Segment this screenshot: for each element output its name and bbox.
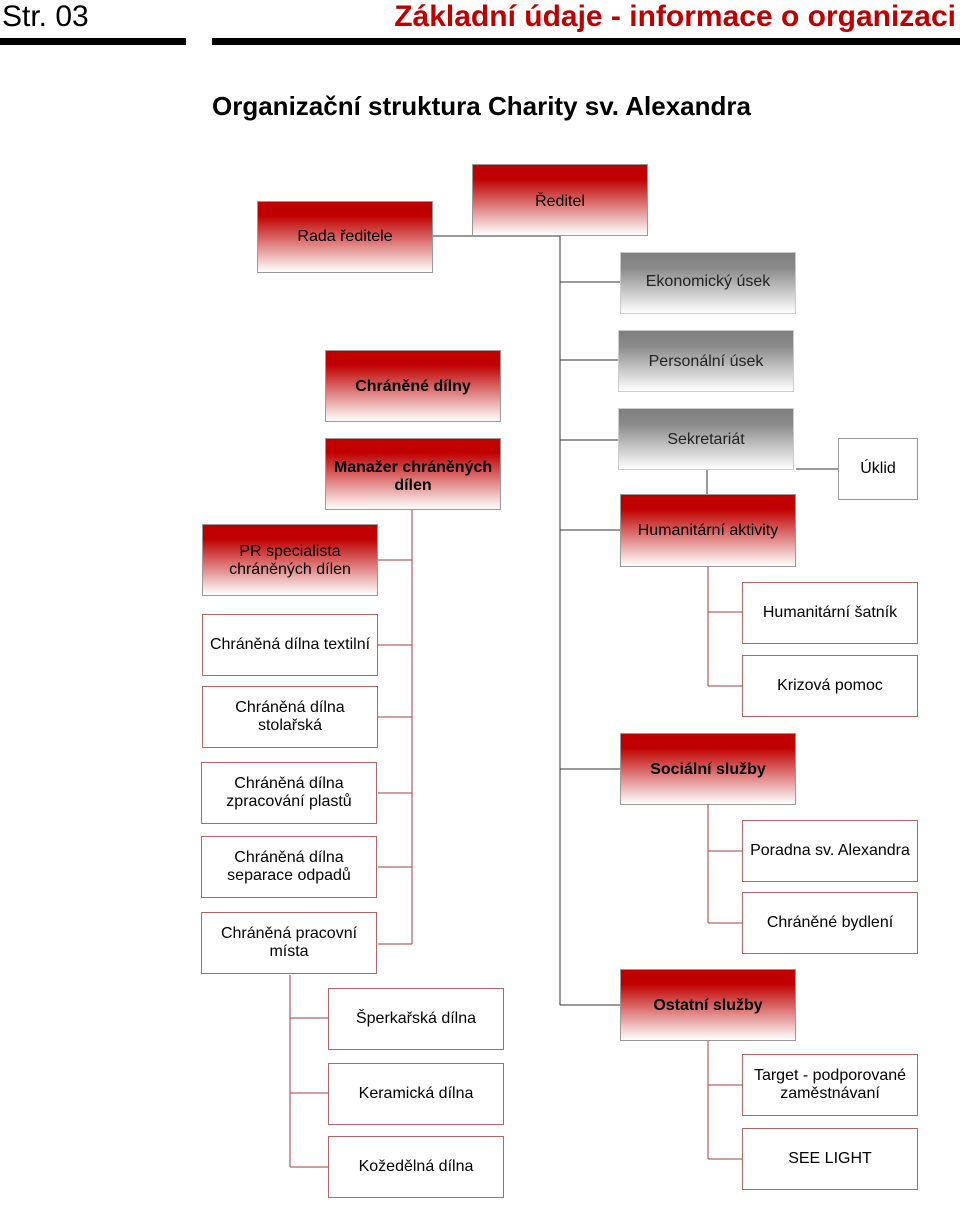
workplace-item: Šperkařská dílna [328,988,504,1050]
board-box: Rada ředitele [257,201,433,273]
other-item: SEE LIGHT [742,1128,918,1190]
other-item: Target - podporované zaměstnávaní [742,1054,918,1116]
workshop-item: Chráněná dílna zpracování plastů [201,762,377,824]
header-rule-right [212,38,960,45]
workplace-item: Keramická dílna [328,1063,504,1125]
cleaning-box: Úklid [838,438,918,500]
director-box: Ředitel [472,164,648,236]
header-rule-left [0,38,186,45]
page-number: Str. 03 [2,0,89,33]
social-box: Sociální služby [620,733,796,805]
pr-specialist-box: PR specialista chráněných dílen [202,524,378,596]
humanitarian-item: Humanitární šatník [742,582,918,644]
chart-subtitle: Organizační struktura Charity sv. Alexan… [212,91,751,121]
workshop-manager-box: Manažer chráněných dílen [325,438,501,510]
other-box: Ostatní služby [620,969,796,1041]
secretariat-box: Sekretariát [618,408,794,470]
workshop-item: Chráněná pracovní místa [201,912,377,974]
social-item: Chráněné bydlení [742,892,918,954]
workshop-item: Chráněná dílna textilní [202,614,378,676]
workshop-item: Chráněná dílna separace odpadů [201,836,377,898]
humanitarian-box: Humanitární aktivity [620,494,796,567]
workshops-box: Chráněné dílny [325,350,501,422]
humanitarian-item: Krizová pomoc [742,655,918,717]
page-title: Základní údaje - informace o organizaci [394,0,956,33]
economic-box: Ekonomický úsek [620,252,796,314]
personnel-box: Personální úsek [618,330,794,392]
social-item: Poradna sv. Alexandra [742,820,918,882]
workplace-item: Kožedělná dílna [328,1136,504,1198]
workshop-item: Chráněná dílna stolařská [202,686,378,748]
